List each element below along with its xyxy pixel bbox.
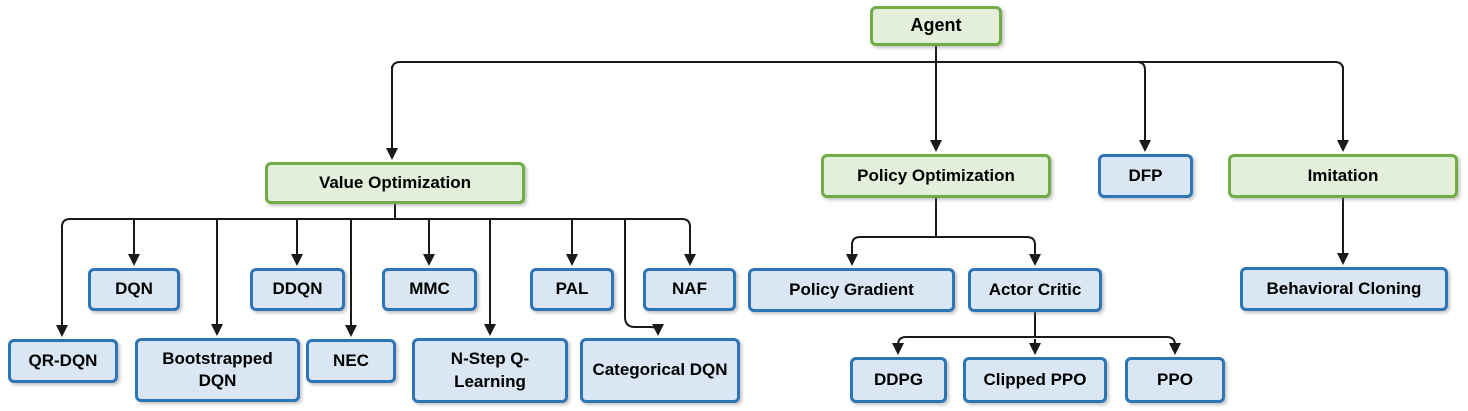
node-label: NAF (672, 279, 707, 299)
node-label: DFP (1128, 165, 1163, 185)
node-label: N-Step Q-Learning (450, 349, 530, 391)
node-bootstrapped-dqn: Bootstrapped DQN (135, 338, 300, 402)
node-value-optimization: Value Optimization (265, 162, 525, 204)
node-label: Imitation (1307, 165, 1379, 185)
node-label: Agent (910, 15, 962, 36)
node-dqn: DQN (88, 268, 180, 311)
node-label: Clipped PPO (983, 369, 1087, 389)
node-behavioral-cloning: Behavioral Cloning (1240, 267, 1448, 311)
node-agent: Agent (870, 6, 1002, 46)
node-clipped-ppo: Clipped PPO (963, 357, 1107, 403)
node-dfp: DFP (1098, 154, 1193, 198)
node-policy-gradient: Policy Gradient (748, 268, 955, 312)
node-label: Bootstrapped DQN (162, 348, 273, 390)
node-nec: NEC (306, 339, 396, 383)
node-label: Policy Gradient (789, 279, 914, 299)
node-label: PAL (555, 279, 589, 299)
node-ppo: PPO (1125, 357, 1225, 403)
node-label: DDQN (272, 279, 323, 299)
node-label: Behavioral Cloning (1266, 278, 1422, 298)
node-label: QR-DQN (28, 350, 98, 370)
node-label: DDPG (873, 369, 924, 389)
edge-actor-critic-bus (897, 336, 1176, 346)
node-label: Actor Critic (988, 279, 1082, 299)
edge-agent-bus (391, 61, 1344, 71)
node-imitation: Imitation (1228, 154, 1458, 198)
node-label: PPO (1157, 369, 1193, 389)
node-label: DQN (115, 279, 153, 299)
node-mmc: MMC (382, 268, 477, 311)
node-policy-optimization: Policy Optimization (821, 154, 1051, 198)
edge-value-optimization-categorical-dqn (624, 219, 664, 336)
node-qr-dqn: QR-DQN (8, 339, 118, 383)
edge-value-optimization-bus (61, 218, 691, 228)
node-n-step-q-learning: N-Step Q-Learning (412, 338, 568, 403)
node-actor-critic: Actor Critic (968, 268, 1102, 312)
edge-policy-optimization-bus (851, 236, 1036, 246)
node-pal: PAL (530, 268, 614, 311)
node-label: NEC (333, 350, 369, 370)
node-ddpg: DDPG (850, 357, 947, 403)
node-label: Value Optimization (318, 172, 472, 192)
node-naf: NAF (643, 268, 736, 311)
node-categorical-dqn: Categorical DQN (580, 338, 740, 403)
node-label: MMC (409, 279, 450, 299)
node-ddqn: DDQN (250, 268, 345, 311)
node-label: Categorical DQN (592, 360, 728, 380)
edge-agent-dfp (1136, 61, 1151, 152)
node-label: Policy Optimization (857, 165, 1015, 185)
